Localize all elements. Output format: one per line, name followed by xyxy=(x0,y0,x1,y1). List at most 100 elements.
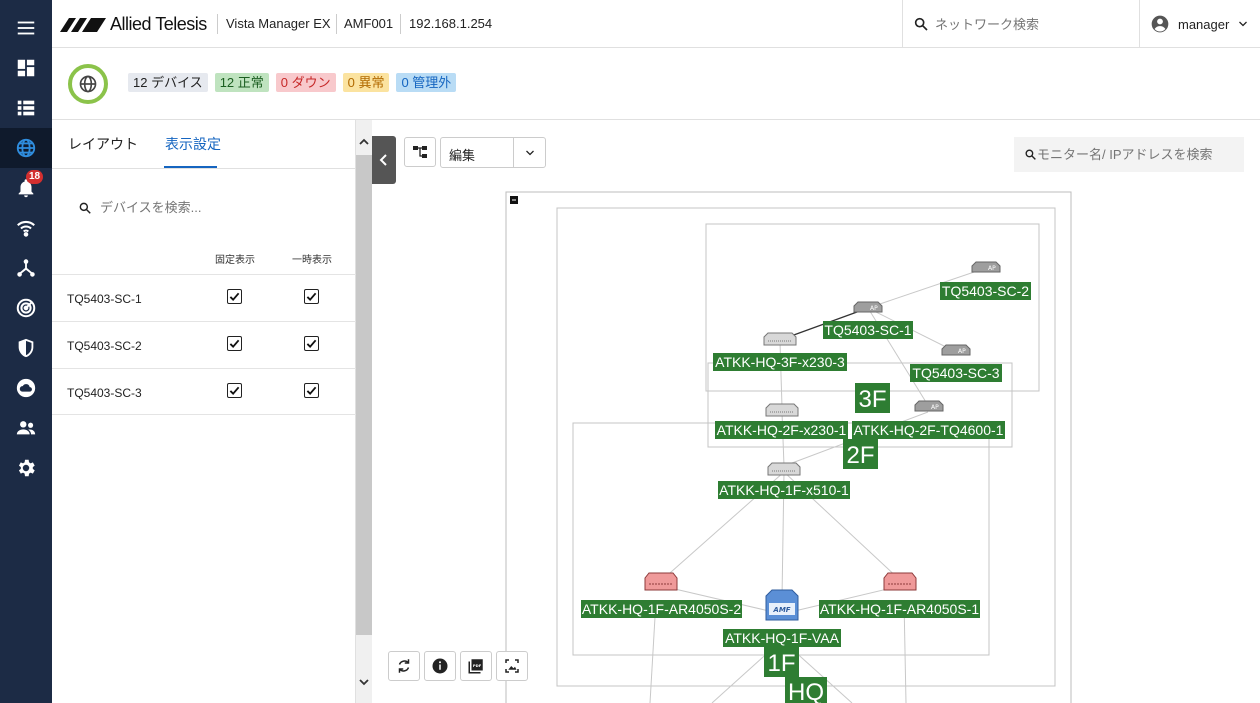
collapse-panel-button[interactable] xyxy=(372,136,396,184)
floor2-label[interactable]: 2F xyxy=(846,442,874,469)
column-header-temporary: 一時表示 xyxy=(292,255,332,266)
header-divider xyxy=(336,14,337,34)
svg-text:AP: AP xyxy=(931,404,939,411)
dashboard-icon[interactable] xyxy=(0,48,52,88)
device-name: TQ5403-SC-2 xyxy=(67,339,142,353)
device-label-3f-x230-3[interactable]: ATKK-HQ-3F-x230-3 xyxy=(715,354,845,370)
wifi-icon[interactable] xyxy=(0,208,52,248)
image-icon xyxy=(505,659,519,673)
svg-text:AP: AP xyxy=(988,265,996,272)
device-search-input[interactable] xyxy=(100,200,280,215)
fixed-display-checkbox[interactable] xyxy=(227,383,242,398)
search-icon xyxy=(1025,149,1036,160)
status-summary: 12 デバイス 12 正常 0 ダウン 0 異常 0 管理外 xyxy=(52,48,1260,120)
panel-tabs: レイアウト 表示設定 xyxy=(52,120,356,169)
export-pdf-button[interactable]: PDF xyxy=(460,651,492,681)
globe-icon[interactable] xyxy=(0,128,52,168)
check-icon xyxy=(229,339,240,349)
radar-icon[interactable] xyxy=(0,288,52,328)
monitor-search xyxy=(1014,137,1244,172)
down-count-badge[interactable]: 0 ダウン xyxy=(275,73,336,92)
group-labels: 3F 2F 1F HQ xyxy=(764,383,890,703)
chevron-left-icon xyxy=(379,154,387,166)
network-search-input[interactable] xyxy=(935,16,1115,32)
temporary-display-checkbox[interactable] xyxy=(304,289,319,304)
scroll-down-icon[interactable] xyxy=(358,676,370,688)
menu-icon[interactable] xyxy=(0,8,52,48)
refresh-button[interactable] xyxy=(388,651,420,681)
column-header-fixed: 固定表示 xyxy=(215,255,255,266)
export-image-button[interactable] xyxy=(496,651,528,681)
switch-icon[interactable] xyxy=(765,403,799,417)
device-label-1f-vaa[interactable]: ATKK-HQ-1F-VAA xyxy=(725,630,839,646)
monitor-search-input[interactable] xyxy=(1037,147,1212,162)
normal-count-badge[interactable]: 12 正常 xyxy=(214,73,269,92)
router-icon[interactable] xyxy=(644,572,678,591)
shield-icon[interactable] xyxy=(0,328,52,368)
check-icon xyxy=(306,292,317,302)
info-button[interactable] xyxy=(424,651,456,681)
svg-text:AP: AP xyxy=(958,348,966,355)
chevron-down-icon xyxy=(1239,21,1248,27)
device-label-2f-x230-1[interactable]: ATKK-HQ-2F-x230-1 xyxy=(717,422,847,438)
check-icon xyxy=(306,386,317,396)
cloud-icon[interactable] xyxy=(0,368,52,408)
users-icon[interactable] xyxy=(0,408,52,448)
active-tab-indicator xyxy=(164,166,217,168)
switch-icon[interactable] xyxy=(767,462,801,476)
device-label-1f-x510-1[interactable]: ATKK-HQ-1F-x510-1 xyxy=(719,482,849,498)
unmanaged-count-badge[interactable]: 0 管理外 xyxy=(396,73,457,92)
mode-dropdown-toggle[interactable] xyxy=(513,138,545,167)
scrollbar-thumb[interactable] xyxy=(356,155,372,635)
temporary-display-checkbox[interactable] xyxy=(304,336,319,351)
gear-icon[interactable] xyxy=(0,448,52,488)
search-icon xyxy=(914,17,928,31)
device-label-tq5403-sc-1[interactable]: TQ5403-SC-1 xyxy=(824,322,911,338)
fixed-display-checkbox[interactable] xyxy=(227,336,242,351)
list-icon[interactable] xyxy=(0,88,52,128)
chevron-down-icon xyxy=(525,150,534,155)
globe-icon xyxy=(79,75,97,93)
ap-icon[interactable]: AP xyxy=(914,400,944,412)
switch-icon[interactable] xyxy=(763,332,797,346)
temporary-display-checkbox[interactable] xyxy=(304,383,319,398)
device-label-1f-ar4050s-1[interactable]: ATKK-HQ-1F-AR4050S-1 xyxy=(820,601,979,617)
check-icon xyxy=(306,339,317,349)
ap-icon[interactable]: AP xyxy=(971,261,1001,273)
device-search xyxy=(78,200,280,215)
amf-name: AMF001 xyxy=(344,16,394,31)
tree-layout-button[interactable] xyxy=(404,137,436,167)
amf-server-icon[interactable]: AMF xyxy=(765,589,799,621)
device-label-tq5403-sc-2[interactable]: TQ5403-SC-2 xyxy=(942,283,1029,299)
router-icon[interactable] xyxy=(883,572,917,591)
brand-logo[interactable]: Allied Telesis xyxy=(60,14,207,35)
device-labels: TQ5403-SC-2 TQ5403-SC-1 TQ5403-SC-3 ATKK… xyxy=(581,282,1031,647)
floor1-label[interactable]: 1F xyxy=(767,650,795,677)
topology-canvas[interactable]: 3F 2F 1F HQ AP AP AP AP xyxy=(372,120,1260,703)
svg-text:AP: AP xyxy=(870,305,878,312)
left-rail: 18 xyxy=(0,0,52,703)
device-label-2f-tq4600-1[interactable]: ATKK-HQ-2F-TQ4600-1 xyxy=(854,422,1004,438)
bell-icon[interactable]: 18 xyxy=(0,168,52,208)
mode-select[interactable]: 編集 xyxy=(440,137,546,168)
topology-icon[interactable] xyxy=(0,248,52,288)
network-health-indicator xyxy=(68,64,108,104)
device-count-badge[interactable]: 12 デバイス xyxy=(128,73,208,92)
ap-icon[interactable]: AP xyxy=(941,344,971,356)
check-icon xyxy=(229,386,240,396)
tab-layout[interactable]: レイアウト xyxy=(68,136,138,152)
mode-select-value: 編集 xyxy=(449,148,476,163)
abnormal-count-badge[interactable]: 0 異常 xyxy=(342,73,390,92)
scroll-up-icon[interactable] xyxy=(358,136,370,148)
user-menu[interactable]: manager xyxy=(1139,0,1260,48)
fixed-display-checkbox[interactable] xyxy=(227,289,242,304)
ap-icon[interactable]: AP xyxy=(853,301,883,313)
floor3-label[interactable]: 3F xyxy=(858,386,886,413)
tab-display-settings[interactable]: 表示設定 xyxy=(165,136,221,152)
info-icon xyxy=(432,658,448,674)
device-label-tq5403-sc-3[interactable]: TQ5403-SC-3 xyxy=(912,365,999,381)
panel-scrollbar[interactable] xyxy=(356,120,372,703)
device-label-1f-ar4050s-2[interactable]: ATKK-HQ-1F-AR4050S-2 xyxy=(582,601,741,617)
hq-label[interactable]: HQ xyxy=(788,679,824,703)
check-icon xyxy=(229,292,240,302)
